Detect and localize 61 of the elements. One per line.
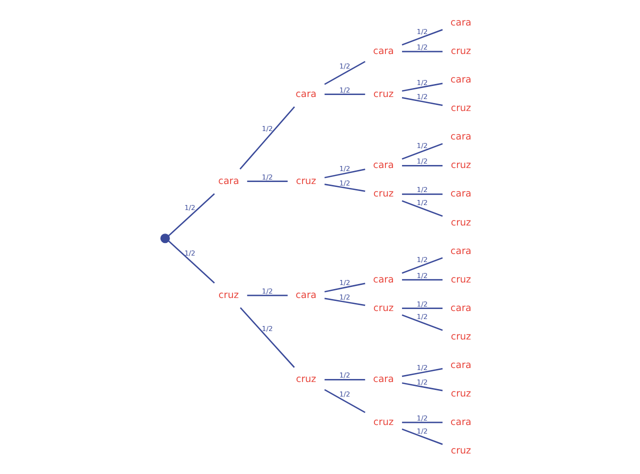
connector — [402, 279, 443, 280]
node-text: cruz — [373, 416, 394, 428]
connector — [240, 307, 295, 368]
node-text: cara — [450, 18, 472, 29]
connector — [402, 97, 443, 106]
node-text: cruz — [450, 217, 472, 228]
node-text: cruz — [450, 388, 472, 400]
node-text: cara — [373, 46, 394, 58]
node-text: cara — [450, 302, 472, 314]
connector — [402, 200, 443, 217]
node-text: cruz — [450, 160, 472, 172]
node-text: cara — [450, 74, 472, 86]
node-text: cruz — [450, 274, 472, 286]
node-text: cara — [450, 132, 472, 143]
connector — [402, 82, 443, 92]
connector — [402, 165, 443, 166]
node-text: cara — [373, 374, 394, 386]
connector — [402, 422, 443, 424]
connector — [240, 106, 295, 170]
connector — [324, 184, 366, 192]
node-text: cara — [373, 160, 394, 172]
connector — [402, 50, 443, 52]
node-text: cara — [218, 176, 240, 187]
connector — [324, 298, 366, 306]
connector — [324, 168, 366, 178]
connector — [402, 382, 443, 392]
node-circle — [160, 234, 170, 244]
connector — [402, 428, 443, 445]
node-text: cruz — [373, 88, 394, 100]
connector — [402, 257, 443, 274]
connector — [402, 314, 443, 331]
node-text: cara — [296, 290, 316, 301]
node-text: cara — [450, 188, 472, 200]
node-text: cara — [450, 246, 472, 257]
connector — [168, 193, 215, 236]
node-text: cara — [450, 360, 472, 371]
node-text: cruz — [450, 46, 472, 58]
connector — [324, 389, 366, 414]
connector — [402, 143, 443, 160]
node-text: cruz — [296, 176, 316, 187]
connector — [324, 94, 366, 96]
node-text: cruz — [218, 290, 239, 301]
node-text: cara — [450, 416, 472, 428]
node-text: cruz — [450, 103, 472, 114]
node-text: cara — [373, 274, 394, 286]
connector — [324, 282, 366, 292]
node-text: cruz — [450, 331, 472, 342]
connector — [402, 308, 443, 309]
node-text: cara — [296, 88, 316, 100]
connector — [402, 29, 443, 46]
connector — [402, 194, 443, 195]
connector — [324, 60, 366, 85]
node-text: cruz — [373, 188, 394, 200]
connector — [168, 240, 215, 284]
connector — [402, 368, 443, 377]
node-text: cruz — [373, 302, 394, 314]
connector — [247, 294, 288, 296]
connector — [247, 180, 288, 182]
node-text: cruz — [296, 374, 316, 386]
connector — [324, 378, 366, 380]
node-text: cruz — [450, 445, 472, 456]
